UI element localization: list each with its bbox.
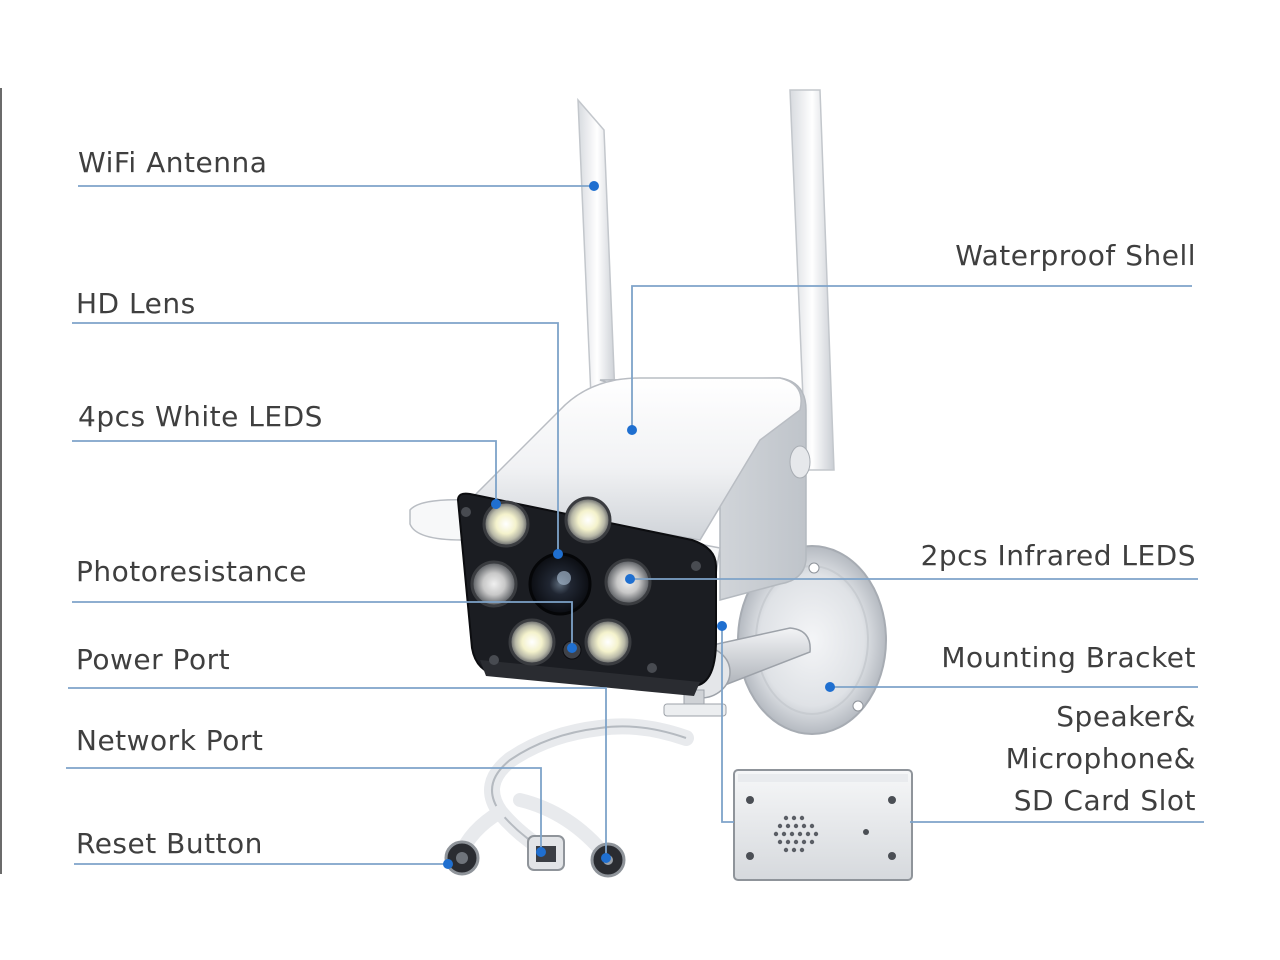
callout-labels: WiFi Antenna HD Lens 4pcs White LEDS Pho…: [76, 146, 1196, 860]
speaker-module: [733, 769, 913, 881]
dot-network-port: [536, 847, 546, 857]
label-speaker-line3: SD Card Slot: [1014, 784, 1196, 817]
label-wifi-antenna: WiFi Antenna: [78, 146, 267, 179]
right-antenna: [789, 89, 835, 471]
dot-wifi-antenna: [589, 181, 599, 191]
white-leds: [482, 496, 632, 666]
face-screws: [461, 507, 701, 673]
label-mounting-bracket: Mounting Bracket: [941, 641, 1196, 674]
leader-speaker-module-left: [721, 626, 734, 823]
dot-white-leds: [491, 499, 501, 509]
dot-power-port: [601, 853, 611, 863]
left-border: [0, 88, 2, 874]
dot-reset-button: [443, 859, 453, 869]
label-hd-lens: HD Lens: [76, 287, 196, 320]
label-speaker-line2: Microphone&: [1006, 742, 1196, 775]
dot-mounting-bracket: [825, 682, 835, 692]
label-speaker-line1: Speaker&: [1056, 700, 1196, 733]
leader-network-port: [66, 767, 542, 852]
callout-dots: [443, 181, 835, 869]
leader-waterproof-shell: [631, 285, 1192, 430]
label-reset-button: Reset Button: [76, 827, 263, 860]
dot-hd-lens: [553, 549, 563, 559]
leader-hd-lens: [72, 322, 559, 554]
label-network-port: Network Port: [76, 724, 263, 757]
label-power-port: Power Port: [76, 643, 230, 676]
label-white-leds: 4pcs White LEDS: [78, 400, 323, 433]
label-photoresistance: Photoresistance: [76, 555, 307, 588]
hd-lens: [528, 552, 592, 616]
dot-waterproof-shell: [627, 425, 637, 435]
reset-button-connector: [444, 840, 480, 876]
leader-white-leds: [72, 440, 497, 504]
dot-speaker-module: [717, 621, 727, 631]
dot-photoresistance: [567, 643, 577, 653]
leader-photoresistance: [72, 601, 573, 648]
network-port-connector: [527, 835, 565, 871]
dot-infrared-leds: [625, 574, 635, 584]
leader-lines: [66, 185, 1204, 865]
label-infrared-leds: 2pcs Infrared LEDS: [921, 539, 1196, 572]
label-waterproof-shell: Waterproof Shell: [955, 239, 1196, 272]
leader-power-port: [68, 687, 607, 858]
